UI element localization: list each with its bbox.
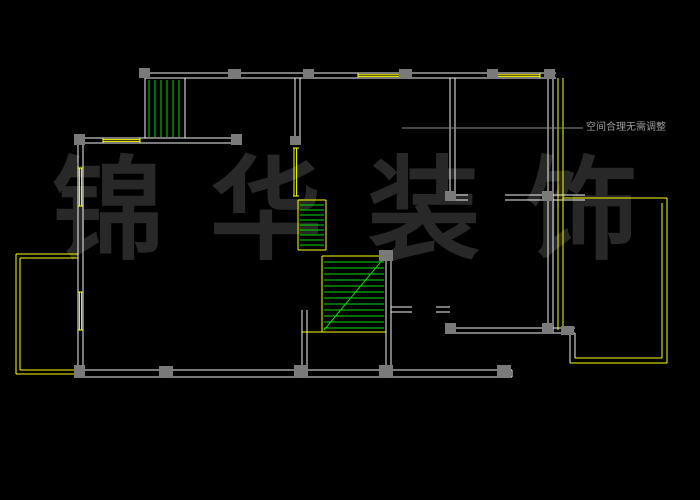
column-block xyxy=(74,365,85,378)
column-block xyxy=(379,365,393,378)
column-block xyxy=(139,68,150,78)
column-block xyxy=(379,250,393,261)
windows-layer xyxy=(15,73,668,375)
column-block xyxy=(303,69,314,79)
column-block xyxy=(487,69,498,79)
column-block xyxy=(542,323,553,334)
column-block xyxy=(399,69,412,79)
column-block xyxy=(542,191,553,201)
watermark-char: 装 xyxy=(368,150,480,274)
column-block xyxy=(74,134,85,145)
stairs-layer xyxy=(148,80,385,331)
column-block xyxy=(159,366,173,378)
column-block xyxy=(544,69,555,79)
column-block xyxy=(561,326,574,335)
column-block xyxy=(445,191,456,201)
annotation-label: 空间合理无需调整 xyxy=(586,122,666,133)
column-block xyxy=(228,69,241,79)
walls-layer xyxy=(77,72,585,378)
columns-layer xyxy=(74,68,574,378)
watermark-char: 锦 xyxy=(52,150,164,274)
column-block xyxy=(445,323,456,334)
watermark-char: 华 xyxy=(210,150,322,274)
column-block xyxy=(294,365,308,378)
column-block xyxy=(497,365,511,378)
watermark-char: 饰 xyxy=(526,150,638,274)
watermark-text: 锦 华 装 饰 xyxy=(52,156,638,268)
column-block xyxy=(290,136,301,145)
column-block xyxy=(231,134,242,145)
